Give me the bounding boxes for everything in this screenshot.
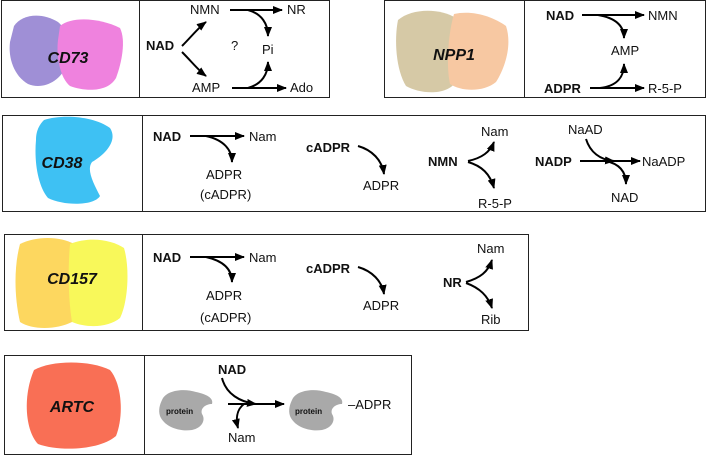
npp1-lobe-left xyxy=(396,10,462,93)
cd157-enzyme-shape: CD157 xyxy=(15,238,128,328)
cd73-lobe-right xyxy=(57,19,123,90)
artc-nam: Nam xyxy=(228,430,255,445)
artc-label: ARTC xyxy=(49,399,95,416)
cd73-pi: Pi xyxy=(262,42,274,57)
cd73-arrow-to-nmn xyxy=(181,21,207,47)
cd73-label: CD73 xyxy=(48,50,89,67)
cd157-arrow-to-adpr xyxy=(205,256,236,283)
cd38-arrow-nmn-r5p xyxy=(467,161,496,189)
cd38-naad: NaAD xyxy=(568,122,603,137)
cd73-enzyme-shape: CD73 xyxy=(9,15,123,90)
cd73-nmn: NMN xyxy=(190,2,220,17)
protein-adpr-icon xyxy=(289,390,343,431)
cd73-lobe-left xyxy=(9,15,69,86)
cd157-nad: NAD xyxy=(153,250,181,265)
cd38-nad: NAD xyxy=(153,129,181,144)
cd157-nam2: Nam xyxy=(477,241,504,256)
cd73-arrow-pi-top xyxy=(247,9,272,37)
cd38-panel: CD38 NAD Nam ADPR (cADPR) cADPR ADPR NMN… xyxy=(2,115,706,212)
cd73-nad: NAD xyxy=(146,38,174,53)
cd157-nam: Nam xyxy=(249,250,276,265)
npp1-enzyme-shape: NPP1 xyxy=(396,10,509,93)
cd38-arrow-to-nad xyxy=(605,160,630,185)
npp1-nmn: NMN xyxy=(648,8,678,23)
artc-adpr: –ADPR xyxy=(348,397,391,412)
cd38-adpr2: ADPR xyxy=(363,178,399,193)
cd38-arrow-nmn-nam xyxy=(467,141,495,162)
cd157-lobe-right xyxy=(68,239,128,327)
artc-arrow-nad-in xyxy=(221,377,257,407)
cd157-cadpr-paren: (cADPR) xyxy=(200,310,251,325)
cd38-arrow-to-adpr xyxy=(205,135,236,163)
cd157-arrow-nr-rib xyxy=(465,282,493,309)
protein-product-label: protein xyxy=(295,407,322,416)
cd38-enzyme-shape xyxy=(35,116,113,204)
cd38-nmn: NMN xyxy=(428,154,458,169)
npp1-r5p: R-5-P xyxy=(648,81,682,96)
cd157-cadpr: cADPR xyxy=(306,261,351,276)
cd38-cadpr-paren: (cADPR) xyxy=(200,187,251,202)
protein-icon xyxy=(159,390,213,431)
protein-label: protein xyxy=(166,407,193,416)
artc-protein-substrate: protein xyxy=(159,390,213,431)
cd38-naadp: NaADP xyxy=(642,154,685,169)
cd38-arrow-cadpr-adpr xyxy=(357,145,387,175)
npp1-arrow-to-amp xyxy=(597,14,628,39)
cd38-nad2: NAD xyxy=(611,190,638,205)
cd157-arrow-nr-nam xyxy=(465,259,493,283)
cd38-adpr: ADPR xyxy=(206,167,242,182)
cd38-cadpr: cADPR xyxy=(306,140,351,155)
npp1-lobe-right xyxy=(447,12,509,90)
cd157-label: CD157 xyxy=(47,271,98,288)
cd73-arrow-pi-bottom xyxy=(247,61,272,89)
cd73-question: ? xyxy=(231,38,238,53)
artc-protein-product: protein xyxy=(289,390,343,431)
cd157-rib: Rib xyxy=(481,312,501,327)
artc-nad: NAD xyxy=(218,362,246,377)
npp1-amp: AMP xyxy=(611,43,639,58)
cd157-nr: NR xyxy=(443,275,462,290)
cd157-arrow-cadpr-adpr xyxy=(357,266,387,295)
cd38-nam2: Nam xyxy=(481,124,508,139)
cd38-label: CD38 xyxy=(42,155,83,172)
cd157-lobe-left xyxy=(15,238,78,328)
cd73-nr: NR xyxy=(287,2,306,17)
cd157-panel: CD157 NAD Nam ADPR (cADPR) cADPR ADPR NR… xyxy=(4,234,529,331)
cd73-ado: Ado xyxy=(290,80,313,95)
npp1-nad: NAD xyxy=(546,8,574,23)
cd157-adpr: ADPR xyxy=(206,288,242,303)
npp1-panel: NPP1 NAD NMN AMP ADPR R-5-P xyxy=(384,0,706,98)
npp1-label: NPP1 xyxy=(433,47,475,64)
cd73-panel: CD73 NAD NMN NR ? Pi AMP Ado xyxy=(1,0,330,98)
cd73-amp: AMP xyxy=(192,80,220,95)
cd38-nam: Nam xyxy=(249,129,276,144)
cd38-r5p: R-5-P xyxy=(478,196,512,211)
artc-arrow-to-nam xyxy=(231,403,245,429)
cd73-arrow-to-amp xyxy=(181,51,207,77)
artc-panel: ARTC NAD protein protein –ADPR Nam xyxy=(4,355,412,455)
npp1-adpr: ADPR xyxy=(544,81,581,96)
cd157-adpr2: ADPR xyxy=(363,298,399,313)
npp1-arrow-amp-into xyxy=(599,63,628,89)
artc-enzyme-shape xyxy=(26,362,121,449)
cd38-arrow-naad-in xyxy=(585,138,615,165)
cd38-nadp: NADP xyxy=(535,154,572,169)
